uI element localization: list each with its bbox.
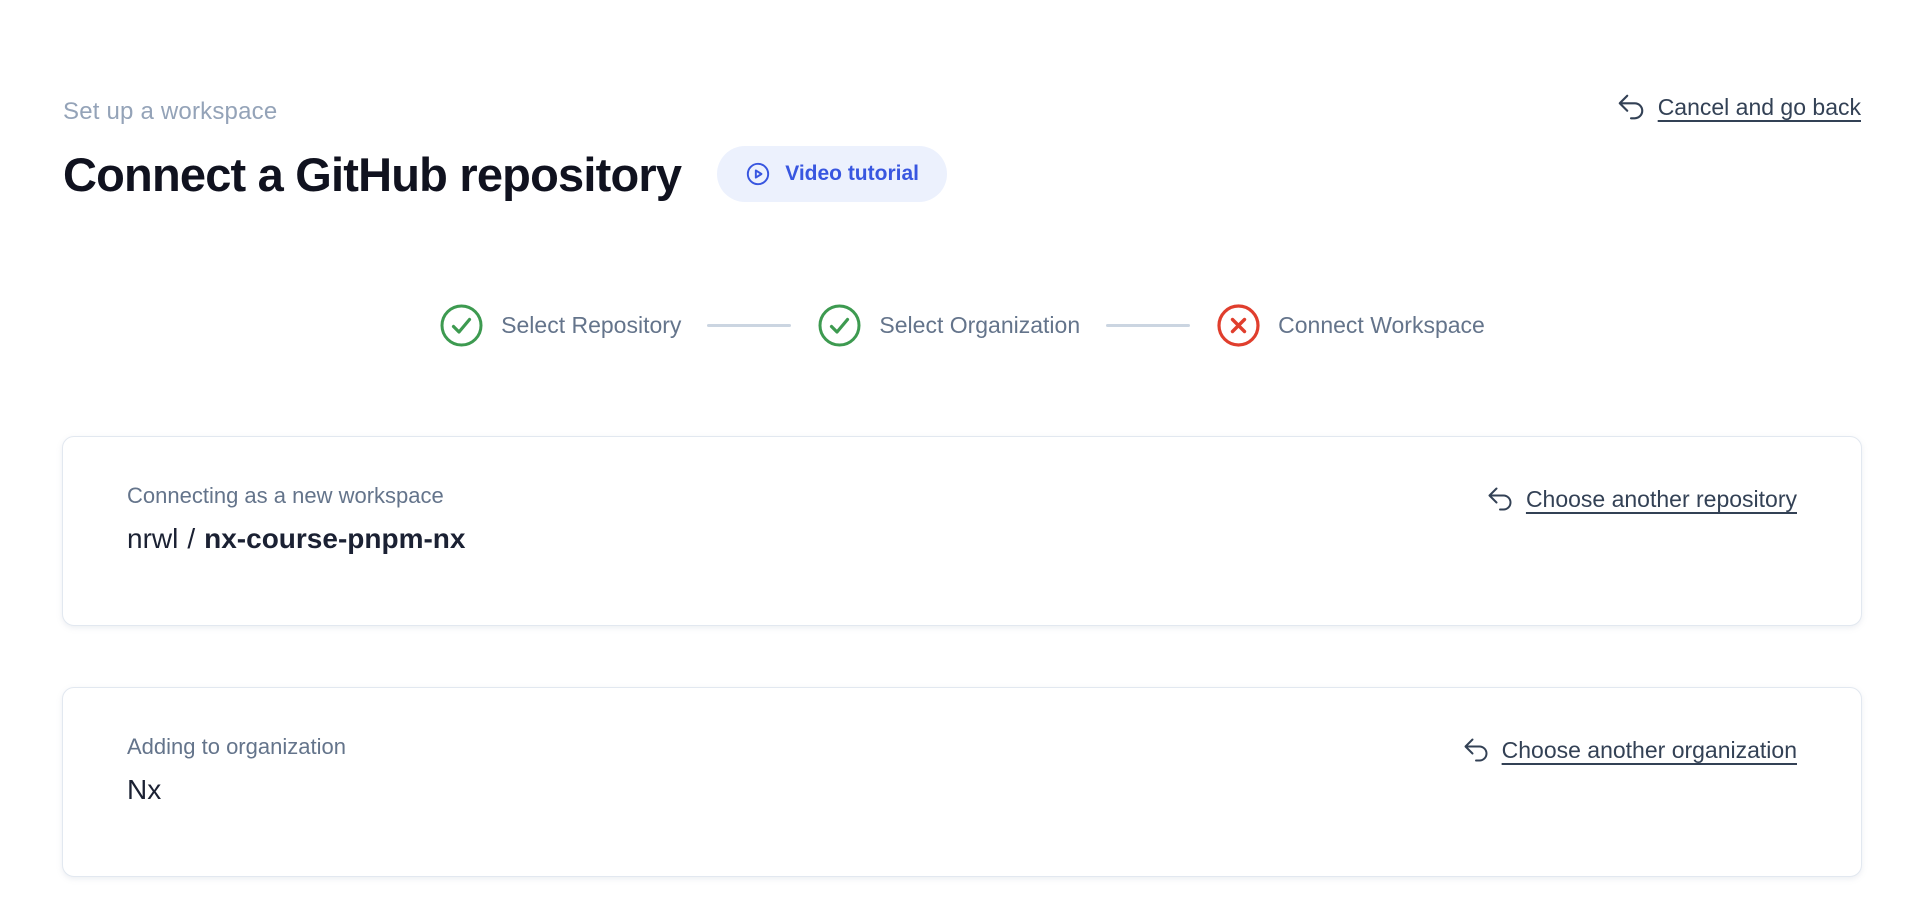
undo-arrow-icon bbox=[1486, 485, 1514, 513]
video-tutorial-label: Video tutorial bbox=[785, 162, 919, 185]
choose-another-organization-link[interactable]: Choose another organization bbox=[1462, 736, 1797, 764]
step-select-organization: Select Organization bbox=[817, 303, 1080, 348]
step-label: Connect Workspace bbox=[1278, 312, 1485, 338]
organization-card-label: Adding to organization bbox=[127, 734, 346, 759]
step-select-repository: Select Repository bbox=[439, 303, 681, 348]
video-tutorial-button[interactable]: Video tutorial bbox=[717, 146, 947, 202]
step-connector-line bbox=[707, 324, 792, 327]
check-circle-icon bbox=[817, 303, 862, 348]
choose-another-repository-label: Choose another repository bbox=[1525, 485, 1797, 512]
setup-eyebrow: Set up a workspace bbox=[63, 98, 278, 125]
repository-card: Connecting as a new workspace nrwl / nx-co… bbox=[62, 436, 1862, 626]
step-connector-line bbox=[1106, 324, 1191, 327]
undo-arrow-icon bbox=[1462, 736, 1490, 764]
undo-arrow-icon bbox=[1616, 92, 1646, 122]
organization-name: Nx bbox=[127, 774, 162, 805]
step-label: Select Repository bbox=[501, 312, 682, 338]
repository-owner: nrwl bbox=[127, 523, 179, 554]
choose-another-organization-label: Choose another organization bbox=[1501, 736, 1797, 763]
progress-stepper: Select Repository Select Organization Co… bbox=[0, 303, 1924, 348]
organization-card: Adding to organization Nx Choose another… bbox=[62, 687, 1862, 877]
play-circle-icon bbox=[745, 161, 771, 187]
page-title: Connect a GitHub repository bbox=[63, 147, 682, 201]
cancel-and-go-back-link[interactable]: Cancel and go back bbox=[1616, 92, 1861, 122]
check-circle-icon bbox=[439, 303, 484, 348]
repository-card-label: Connecting as a new workspace bbox=[127, 483, 444, 508]
step-connect-workspace: Connect Workspace bbox=[1216, 303, 1485, 348]
header-title-row: Connect a GitHub repository Video tutori… bbox=[63, 146, 947, 202]
organization-card-content: Adding to organization Nx bbox=[127, 734, 346, 806]
cancel-label: Cancel and go back bbox=[1657, 93, 1861, 120]
step-label: Select Organization bbox=[879, 312, 1081, 338]
repository-card-content: Connecting as a new workspace nrwl / nx-co… bbox=[127, 483, 465, 555]
repository-separator: / bbox=[187, 523, 196, 554]
choose-another-repository-link[interactable]: Choose another repository bbox=[1486, 485, 1797, 513]
repository-full-name: nrwl / nx-course-pnpm-nx bbox=[127, 523, 465, 555]
x-circle-icon bbox=[1216, 303, 1261, 348]
repository-name: nx-course-pnpm-nx bbox=[204, 523, 466, 554]
